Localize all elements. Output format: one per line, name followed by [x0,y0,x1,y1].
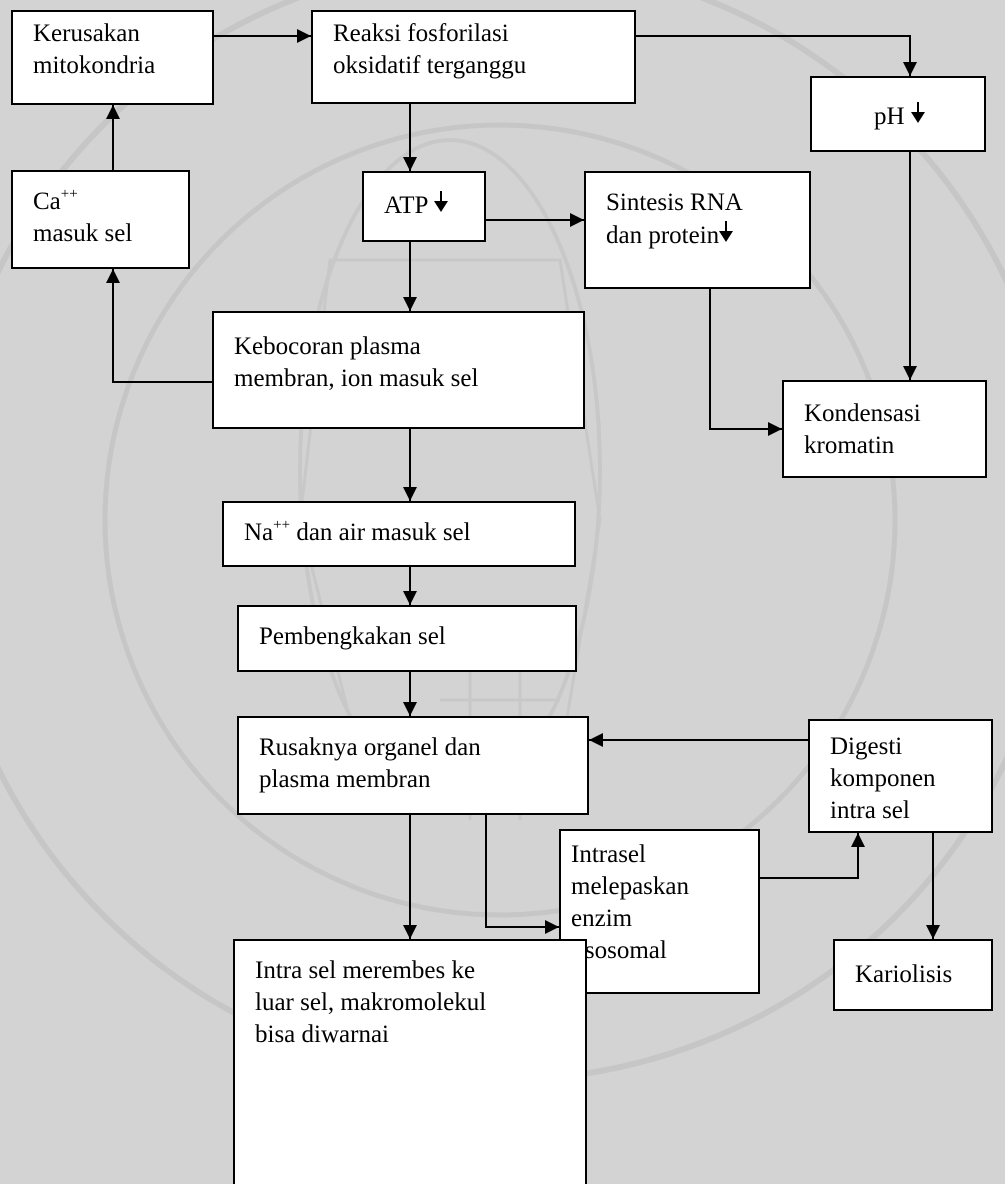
node-text: mitokondria [33,52,156,79]
node-text: kromatin [804,432,895,459]
node-atp: ATP [362,171,486,242]
ion-charge: ++ [273,516,291,533]
down-arrow-icon [719,219,734,243]
node-text: Pembengkakan sel [259,623,446,650]
node-text: Kerusakan [33,20,140,47]
down-arrow-icon [434,189,449,213]
node-rusaknya-organel: Rusaknya organel dan plasma membran [237,716,589,815]
ion-charge: ++ [60,185,78,202]
node-text: Intra sel merembes ke [255,957,476,984]
node-text: Digesti [830,733,903,760]
node-kariolisis: Kariolisis [833,939,993,1011]
node-intra-sel-merembes: Intra sel merembes ke luar sel, makromol… [233,939,587,1184]
node-text: dan air masuk sel [290,519,471,546]
node-text: Intrasel [571,841,646,868]
node-text: Kondensasi [804,400,921,427]
ion-text: Ca [33,188,61,215]
node-text: komponen [830,765,936,792]
arrow-sintesis-to-kondensasi [709,289,782,436]
node-ph: pH [810,76,986,152]
node-text: masuk sel [33,220,133,247]
node-ca-masuk-sel: Ca++ masuk sel [11,170,190,269]
node-text: Kariolisis [855,961,953,988]
node-text: intra sel [830,797,910,824]
node-text: oksidatif terganggu [333,52,527,79]
node-text: plasma membran [259,766,431,793]
node-text: melepaskan [571,873,690,900]
node-text: Rusaknya organel dan [259,734,481,761]
node-text: enzim [571,905,633,932]
node-sintesis-rna: Sintesis RNA dan protein [584,171,811,289]
node-text: Kebocoran plasma [234,333,421,360]
arrow-reaksi-to-ph [636,35,917,76]
node-kebocoran-plasma: Kebocoran plasma membran, ion masuk sel [212,311,585,429]
node-intrasel-lisosomal: Intrasel melepaskan enzim lisosomal [559,829,760,994]
node-text: ATP [384,192,429,219]
node-na-masuk-sel: Na++ dan air masuk sel [222,501,576,567]
arrow-rusaknya-to-intrasel [485,815,559,934]
down-arrow-icon [910,100,925,124]
node-text: pH [874,103,905,130]
node-text: luar sel, makromolekul [255,989,487,1016]
node-reaksi-fosforilasi: Reaksi fosforilasi oksidatif terganggu [311,10,636,104]
node-text: Reaksi fosforilasi [333,20,509,47]
arrow-intrasel-to-digesti [760,833,865,879]
node-text: dan protein [606,222,720,249]
node-text: Sintesis RNA [606,189,743,216]
node-digesti-komponen: Digesti komponen intra sel [808,719,993,833]
ion-text: Na [244,519,274,546]
node-text: lisosomal [571,937,667,964]
node-text: membran, ion masuk sel [234,365,479,392]
node-pembengkakan-sel: Pembengkakan sel [237,605,577,672]
node-text: bisa diwarnai [255,1021,389,1048]
arrow-kebocoran-to-ca [106,269,212,383]
node-kondensasi-kromatin: Kondensasi kromatin [782,380,987,478]
node-kerusakan-mitokondria: Kerusakan mitokondria [11,10,214,105]
